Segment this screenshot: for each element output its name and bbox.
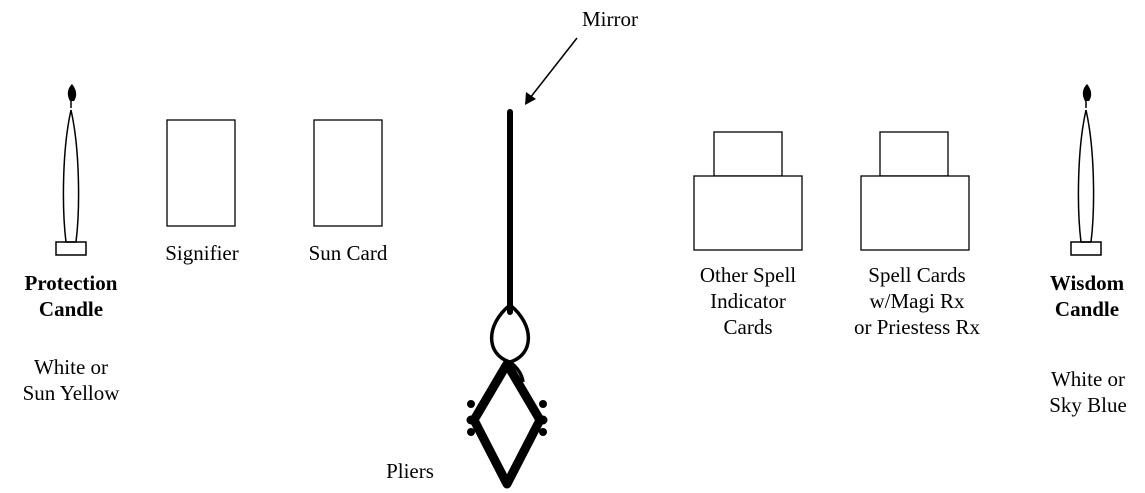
other-spell-indicator-cards xyxy=(693,131,803,251)
wisdom-candle-colors: White or Sky Blue xyxy=(1036,366,1140,418)
wisdom-candle-icon xyxy=(1070,84,1102,256)
spell-cards-label-line-1: Spell Cards xyxy=(868,263,966,287)
protection-candle-name-line-2: Candle xyxy=(38,297,104,321)
protection-candle-colors-line-1: White or xyxy=(33,355,109,379)
protection-candle-colors-line-2: Sun Yellow xyxy=(22,381,120,405)
wisdom-candle-name-line-1: Wisdom xyxy=(1049,271,1125,295)
signifier-card xyxy=(166,119,236,227)
sun-card xyxy=(313,119,383,227)
protection-candle-colors: White or Sun Yellow xyxy=(11,354,131,406)
other-spell-label-line-3: Cards xyxy=(723,315,773,339)
spell-cards-label: Spell Cards w/Magi Rx or Priestess Rx xyxy=(842,262,992,340)
other-spell-label-line-1: Other Spell xyxy=(699,263,797,287)
protection-candle-icon xyxy=(55,84,87,256)
protection-candle-label: Protection Candle xyxy=(11,270,131,322)
spell-cards-label-line-3: or Priestess Rx xyxy=(854,315,980,339)
wisdom-candle-colors-line-2: Sky Blue xyxy=(1049,393,1127,417)
wisdom-candle-name-line-2: Candle xyxy=(1054,297,1120,321)
spell-cards-label-line-2: w/Magi Rx xyxy=(869,289,965,313)
sun-card-label: Sun Card xyxy=(308,241,388,265)
spell-cards xyxy=(860,131,970,251)
mirror-label: Mirror xyxy=(582,7,638,31)
pliers-label: Pliers xyxy=(386,459,434,483)
wisdom-candle-label: Wisdom Candle xyxy=(1032,270,1142,322)
signifier-label: Signifier xyxy=(165,241,239,265)
wisdom-candle-colors-line-1: White or xyxy=(1050,367,1126,391)
protection-candle-name-line-1: Protection xyxy=(24,271,118,295)
mirror-arrow xyxy=(525,37,578,105)
other-spell-label: Other Spell Indicator Cards xyxy=(678,262,818,340)
other-spell-label-line-2: Indicator xyxy=(710,289,786,313)
mirror-pliers-icon xyxy=(466,109,548,489)
